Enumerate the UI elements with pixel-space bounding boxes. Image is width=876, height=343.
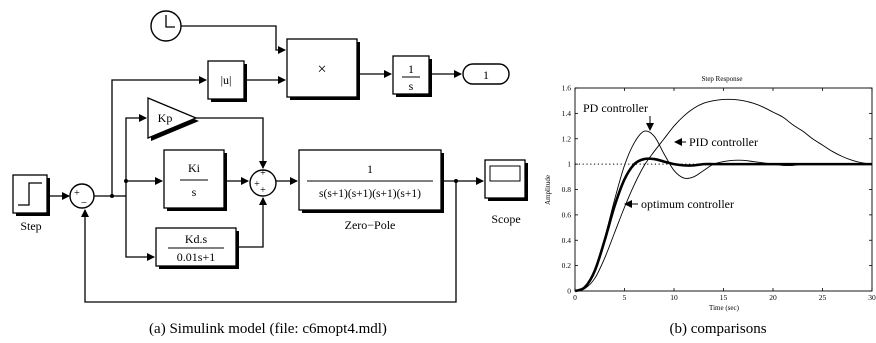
- integrator-denominator: s: [409, 79, 414, 93]
- plant-denominator: s(s+1)(s+1)(s+1)(s+1): [319, 188, 421, 200]
- x-tick-label: 10: [670, 293, 678, 302]
- abs-block[interactable]: |u|: [207, 60, 247, 102]
- clock-icon: [165, 15, 175, 28]
- scope-icon: [489, 165, 521, 182]
- sum3-plus-left: +: [254, 179, 260, 190]
- kd-denominator: 0.01s+1: [177, 250, 215, 264]
- annotation-pid: PID controller: [689, 135, 758, 149]
- series-line-3: [574, 157, 872, 293]
- annotation-optimum: optimum controller: [641, 197, 734, 211]
- scope-block[interactable]: Scope: [484, 159, 528, 226]
- annotation-pd: PD controller: [583, 101, 648, 115]
- sum-junction-pid[interactable]: + + +: [249, 168, 277, 197]
- x-tick-label: 25: [819, 293, 827, 302]
- ki-denominator: s: [192, 185, 197, 199]
- y-tick-label: 0.8: [562, 185, 572, 194]
- kd-numerator: Kd.s: [185, 232, 208, 246]
- y-tick-label: 0.4: [562, 236, 572, 245]
- y-tick-label: 1.6: [562, 84, 572, 93]
- zero-pole-block[interactable]: 1 s(s+1)(s+1)(s+1)(s+1) Zero−Pole: [298, 149, 444, 232]
- y-tick-label: 1.2: [562, 134, 572, 143]
- x-tick-label: 5: [623, 293, 627, 302]
- y-axis-label: Amplitude: [544, 175, 552, 205]
- y-tick-label: 1.4: [562, 109, 572, 118]
- clock-block[interactable]: [150, 10, 182, 42]
- x-tick-label: 30: [868, 293, 876, 302]
- kd-block[interactable]: Kd.s 0.01s+1: [155, 227, 239, 269]
- plant-numerator: 1: [367, 162, 373, 176]
- step-label: Step: [20, 219, 41, 233]
- outport-block[interactable]: 1: [462, 63, 510, 85]
- ki-block[interactable]: Ki s: [163, 149, 227, 211]
- integrator-block[interactable]: 1 s: [392, 55, 432, 97]
- outport-label: 1: [483, 68, 489, 82]
- kp-label: Kp: [158, 111, 173, 125]
- scope-label: Scope: [491, 212, 520, 226]
- chart-title: Step Response: [701, 75, 742, 83]
- y-tick-label: 1: [567, 160, 571, 169]
- y-tick-label: 0.6: [562, 210, 572, 219]
- sum3-plus-top: +: [260, 168, 266, 179]
- sum-junction-error[interactable]: + −: [69, 183, 95, 209]
- y-tick-label: 0.2: [562, 261, 572, 270]
- x-axis: 0 5 10 15 20 25 30: [573, 88, 876, 302]
- y-tick-label: 0: [567, 287, 571, 296]
- step-response-chart: Step Response 0 0.2 0.4 0.6 0.8 1 1.2 1.4 1.6 0 5…: [544, 75, 876, 337]
- simulink-model: Step + − |u| × 1 s: [12, 10, 528, 337]
- sum-minus-sign: −: [81, 197, 87, 209]
- sum-plus-sign: +: [74, 188, 80, 199]
- signal-wires: [50, 25, 484, 303]
- abs-label: |u|: [221, 73, 232, 87]
- product-symbol: ×: [317, 61, 326, 78]
- integrator-numerator: 1: [408, 62, 414, 76]
- step-block[interactable]: Step: [12, 174, 50, 233]
- plot-area: [574, 87, 873, 292]
- step-icon: [18, 182, 42, 206]
- product-block[interactable]: ×: [286, 38, 360, 100]
- x-axis-label: Time (sec): [709, 304, 740, 312]
- kp-gain-block[interactable]: Kp: [147, 97, 199, 141]
- x-tick-label: 15: [720, 293, 728, 302]
- plant-label: Zero−Pole: [345, 218, 396, 232]
- x-tick-label: 20: [769, 293, 777, 302]
- sum3-plus-bottom: +: [260, 185, 266, 196]
- ki-numerator: Ki: [188, 161, 201, 175]
- x-tick-label: 0: [573, 293, 577, 302]
- model-caption: (a) Simulink model (file: c6mopt4.mdl): [149, 321, 387, 337]
- plot-caption: (b) comparisons: [669, 321, 766, 337]
